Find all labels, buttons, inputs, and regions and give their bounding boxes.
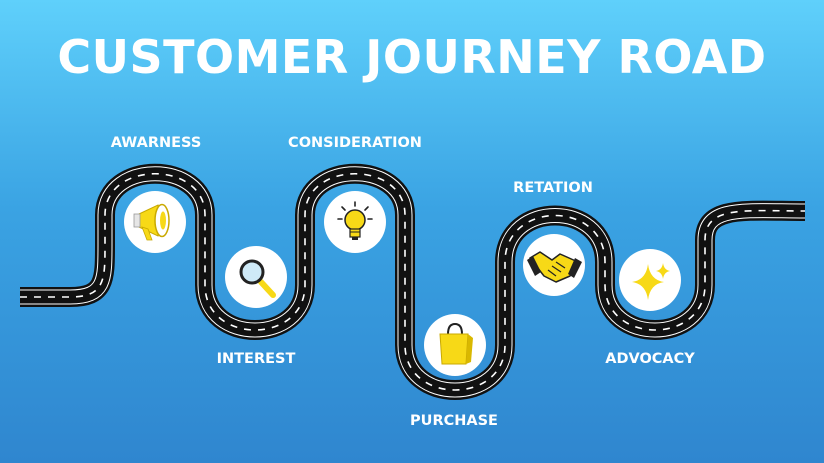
handshake-icon	[527, 251, 582, 283]
stage-purchase-badge	[424, 314, 486, 376]
road-center-dashes	[20, 173, 806, 391]
sparkles-icon	[632, 263, 670, 300]
stage-awareness-badge	[124, 191, 186, 253]
lightbulb-icon	[337, 201, 373, 240]
stage-retention-badge	[523, 234, 585, 296]
stage-label-advocacy: ADVOCACY	[605, 351, 695, 367]
shopping-bag-icon	[439, 322, 473, 365]
stage-interest-badge	[225, 246, 287, 308]
stage-label-purchase: PURCHASE	[410, 413, 498, 429]
stage-label-interest: INTEREST	[216, 351, 296, 367]
megaphone-icon	[133, 203, 170, 241]
stage-label-consideration: CONSIDERATION	[288, 135, 422, 151]
stage-advocacy-badge	[619, 249, 681, 311]
stage-consideration-badge	[324, 191, 386, 253]
stage-label-awareness: AWARNESS	[110, 135, 202, 151]
magnifying-glass-icon	[239, 259, 276, 298]
page-title: CUSTOMER JOURNEY ROAD	[57, 30, 767, 84]
stage-label-retention: RETATION	[513, 180, 593, 196]
